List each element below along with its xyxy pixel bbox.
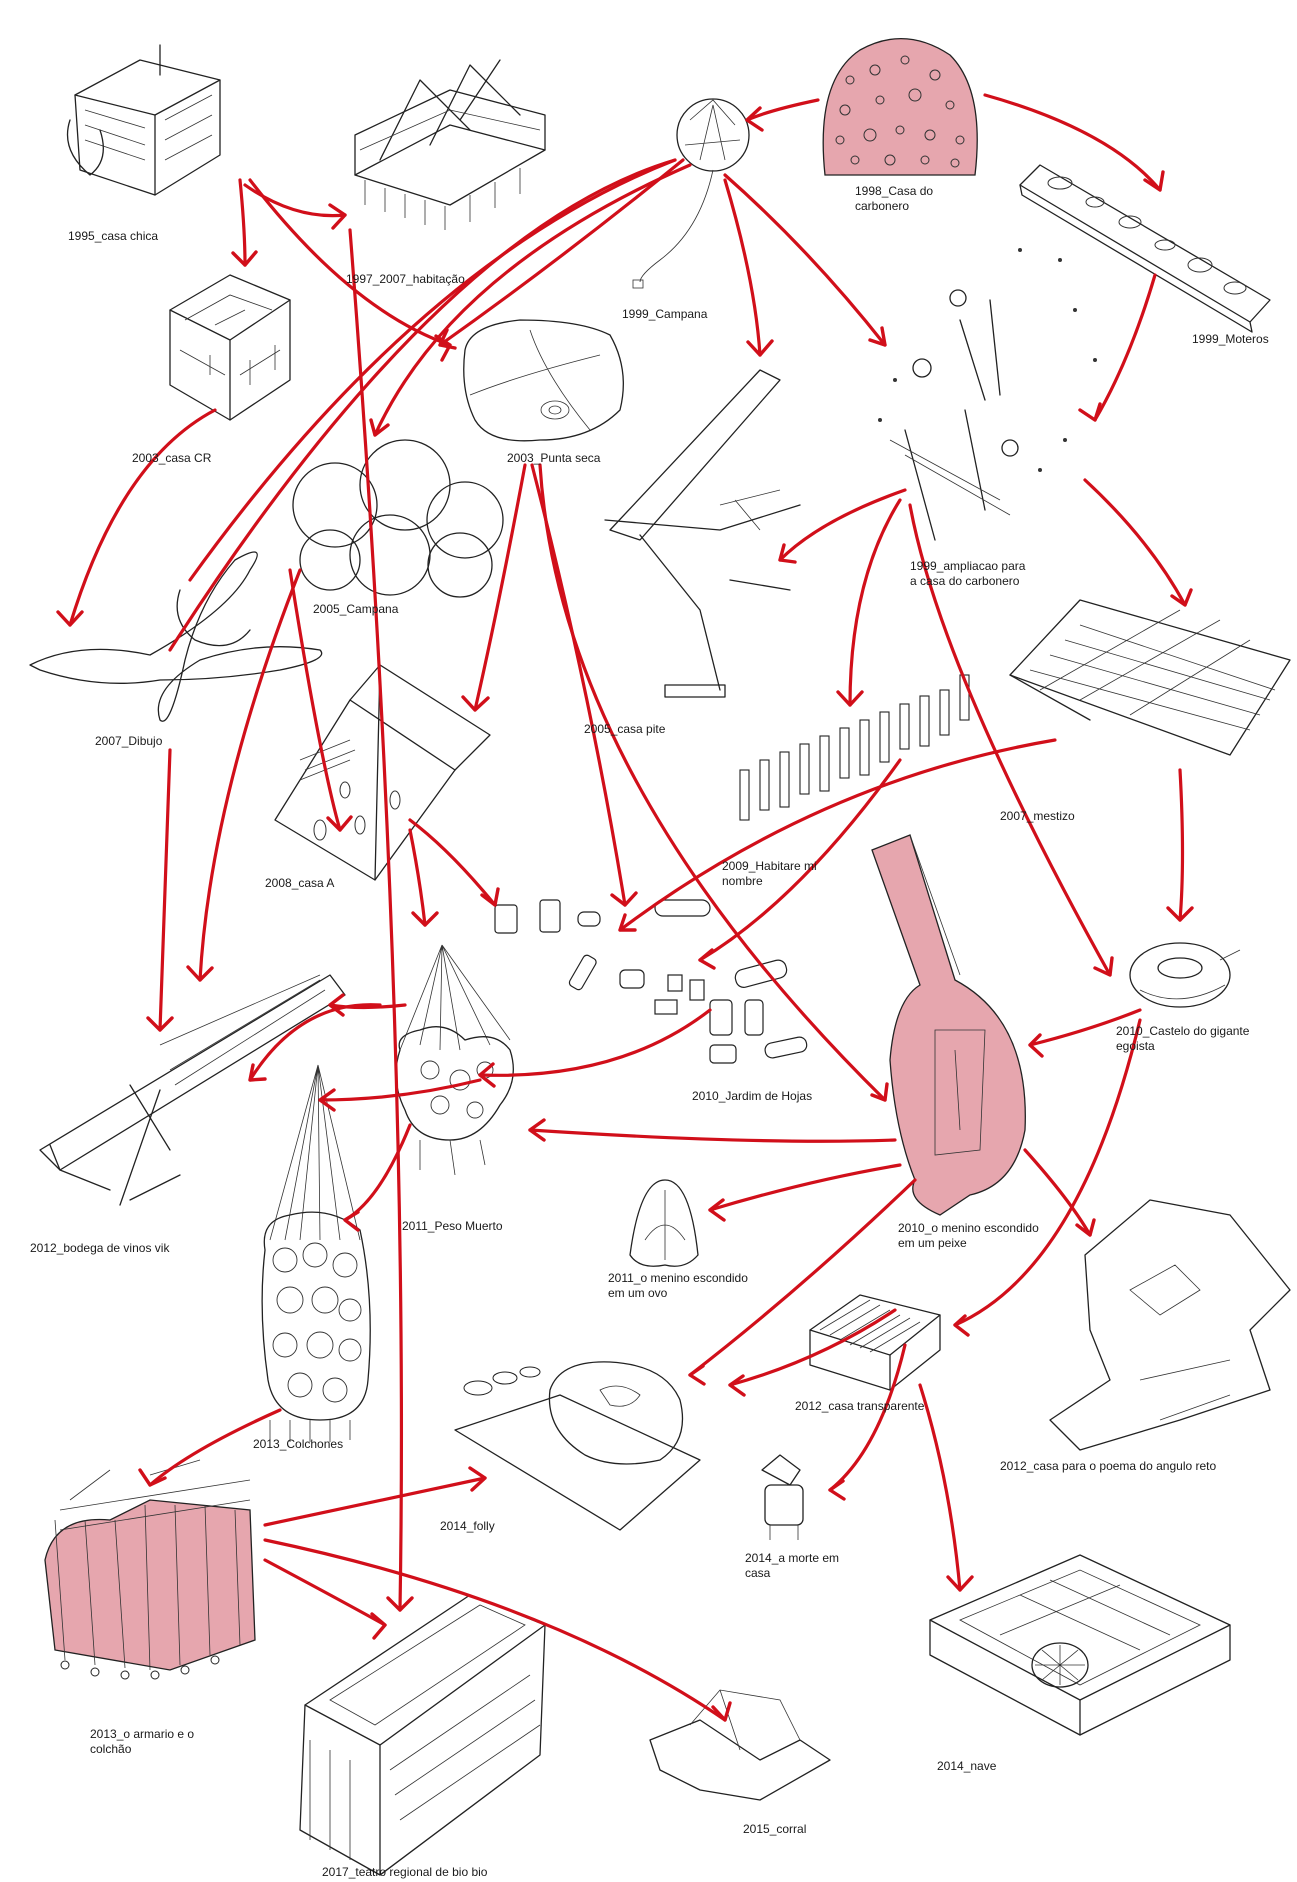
sketch-2003-casa-cr	[169, 274, 291, 421]
sketch-2017-teatro	[299, 1594, 546, 1876]
sketch-1999-moteros	[1019, 164, 1271, 333]
sketch-2011-menino-ovo	[629, 1179, 699, 1267]
sketches	[29, 37, 1291, 1876]
sketch-2005-casa-pite	[604, 369, 801, 698]
sketch-2012-bodega	[39, 974, 346, 1206]
sketch-1995-casa-chica	[66, 44, 221, 196]
sketch-2010-menino-peixe	[871, 834, 1026, 1216]
sketch-2014-folly	[454, 1361, 701, 1531]
red-arrows	[68, 93, 1187, 1722]
label-2008-casa-a: 2008_casa A	[265, 876, 334, 890]
arrowheads	[56, 106, 1194, 1722]
label-2014-nave: 2014_nave	[937, 1759, 997, 1773]
label-2005-campana: 2005_Campana	[313, 602, 399, 616]
label-1995-casa-chica: 1995_casa chica	[68, 229, 158, 243]
label-2010-jardim: 2010_Jardim de Hojas	[692, 1089, 812, 1103]
sketch-2007-dibujo	[29, 551, 323, 722]
label-2014-folly: 2014_folly	[440, 1519, 495, 1533]
label-2003-casa-cr: 2003_casa CR	[132, 451, 212, 465]
label-2015-corral: 2015_corral	[743, 1822, 806, 1836]
label-2013-colchones: 2013_Colchones	[253, 1437, 343, 1451]
label-2017-teatro: 2017_teatro regional de bio bio	[322, 1865, 488, 1879]
sketch-2011-peso-muerto	[395, 944, 514, 1176]
sketch-2014-nave	[929, 1554, 1231, 1736]
label-1997-habitacao: 1997_2007_habitação	[346, 272, 465, 286]
sketch-2010-castelo	[1129, 942, 1241, 1008]
label-2012-bodega: 2012_bodega de vinos vik	[30, 1241, 170, 1255]
sketch-2007-mestizo	[1009, 599, 1291, 756]
sketch-1999-ampliacao	[878, 248, 1097, 541]
sketch-2014-morte	[761, 1454, 804, 1540]
label-2007-mestizo: 2007_mestizo	[1000, 809, 1075, 823]
label-1999-moteros: 1999_Moteros	[1192, 332, 1269, 346]
sketch-2010-jardim	[494, 899, 808, 1064]
sketch-2012-casa-transparente	[809, 1294, 941, 1391]
sketch-2012-poema	[1049, 1199, 1291, 1451]
sketch-1998-carbonero	[822, 37, 978, 176]
sketch-2009-habitare	[739, 674, 970, 821]
label-2005-casa-pite: 2005_casa pite	[584, 722, 666, 736]
sketch-2003-punta-seca	[463, 319, 624, 442]
sketch-2008-casa-a	[274, 664, 491, 881]
label-2003-punta-seca: 2003_Punta seca	[507, 451, 601, 465]
sketch-2013-armario	[44, 1459, 256, 1680]
sketch-1999-campana	[632, 98, 750, 289]
label-2012-poema: 2012_casa para o poema do angulo reto	[1000, 1459, 1216, 1473]
label-2007-dibujo: 2007_Dibujo	[95, 734, 163, 748]
sketch-1997-habitacao	[354, 59, 546, 230]
labels: 1995_casa chica 1997_2007_habitação 1998…	[30, 184, 1269, 1879]
sketch-2015-corral	[649, 1689, 831, 1801]
label-2012-casa-transparente: 2012_casa transparente	[795, 1399, 925, 1413]
sketch-2013-colchones	[261, 1064, 371, 1442]
label-2011-peso-muerto: 2011_Peso Muerto	[402, 1219, 503, 1233]
sketch-2005-campana	[292, 439, 504, 598]
label-1999-campana: 1999_Campana	[622, 307, 708, 321]
